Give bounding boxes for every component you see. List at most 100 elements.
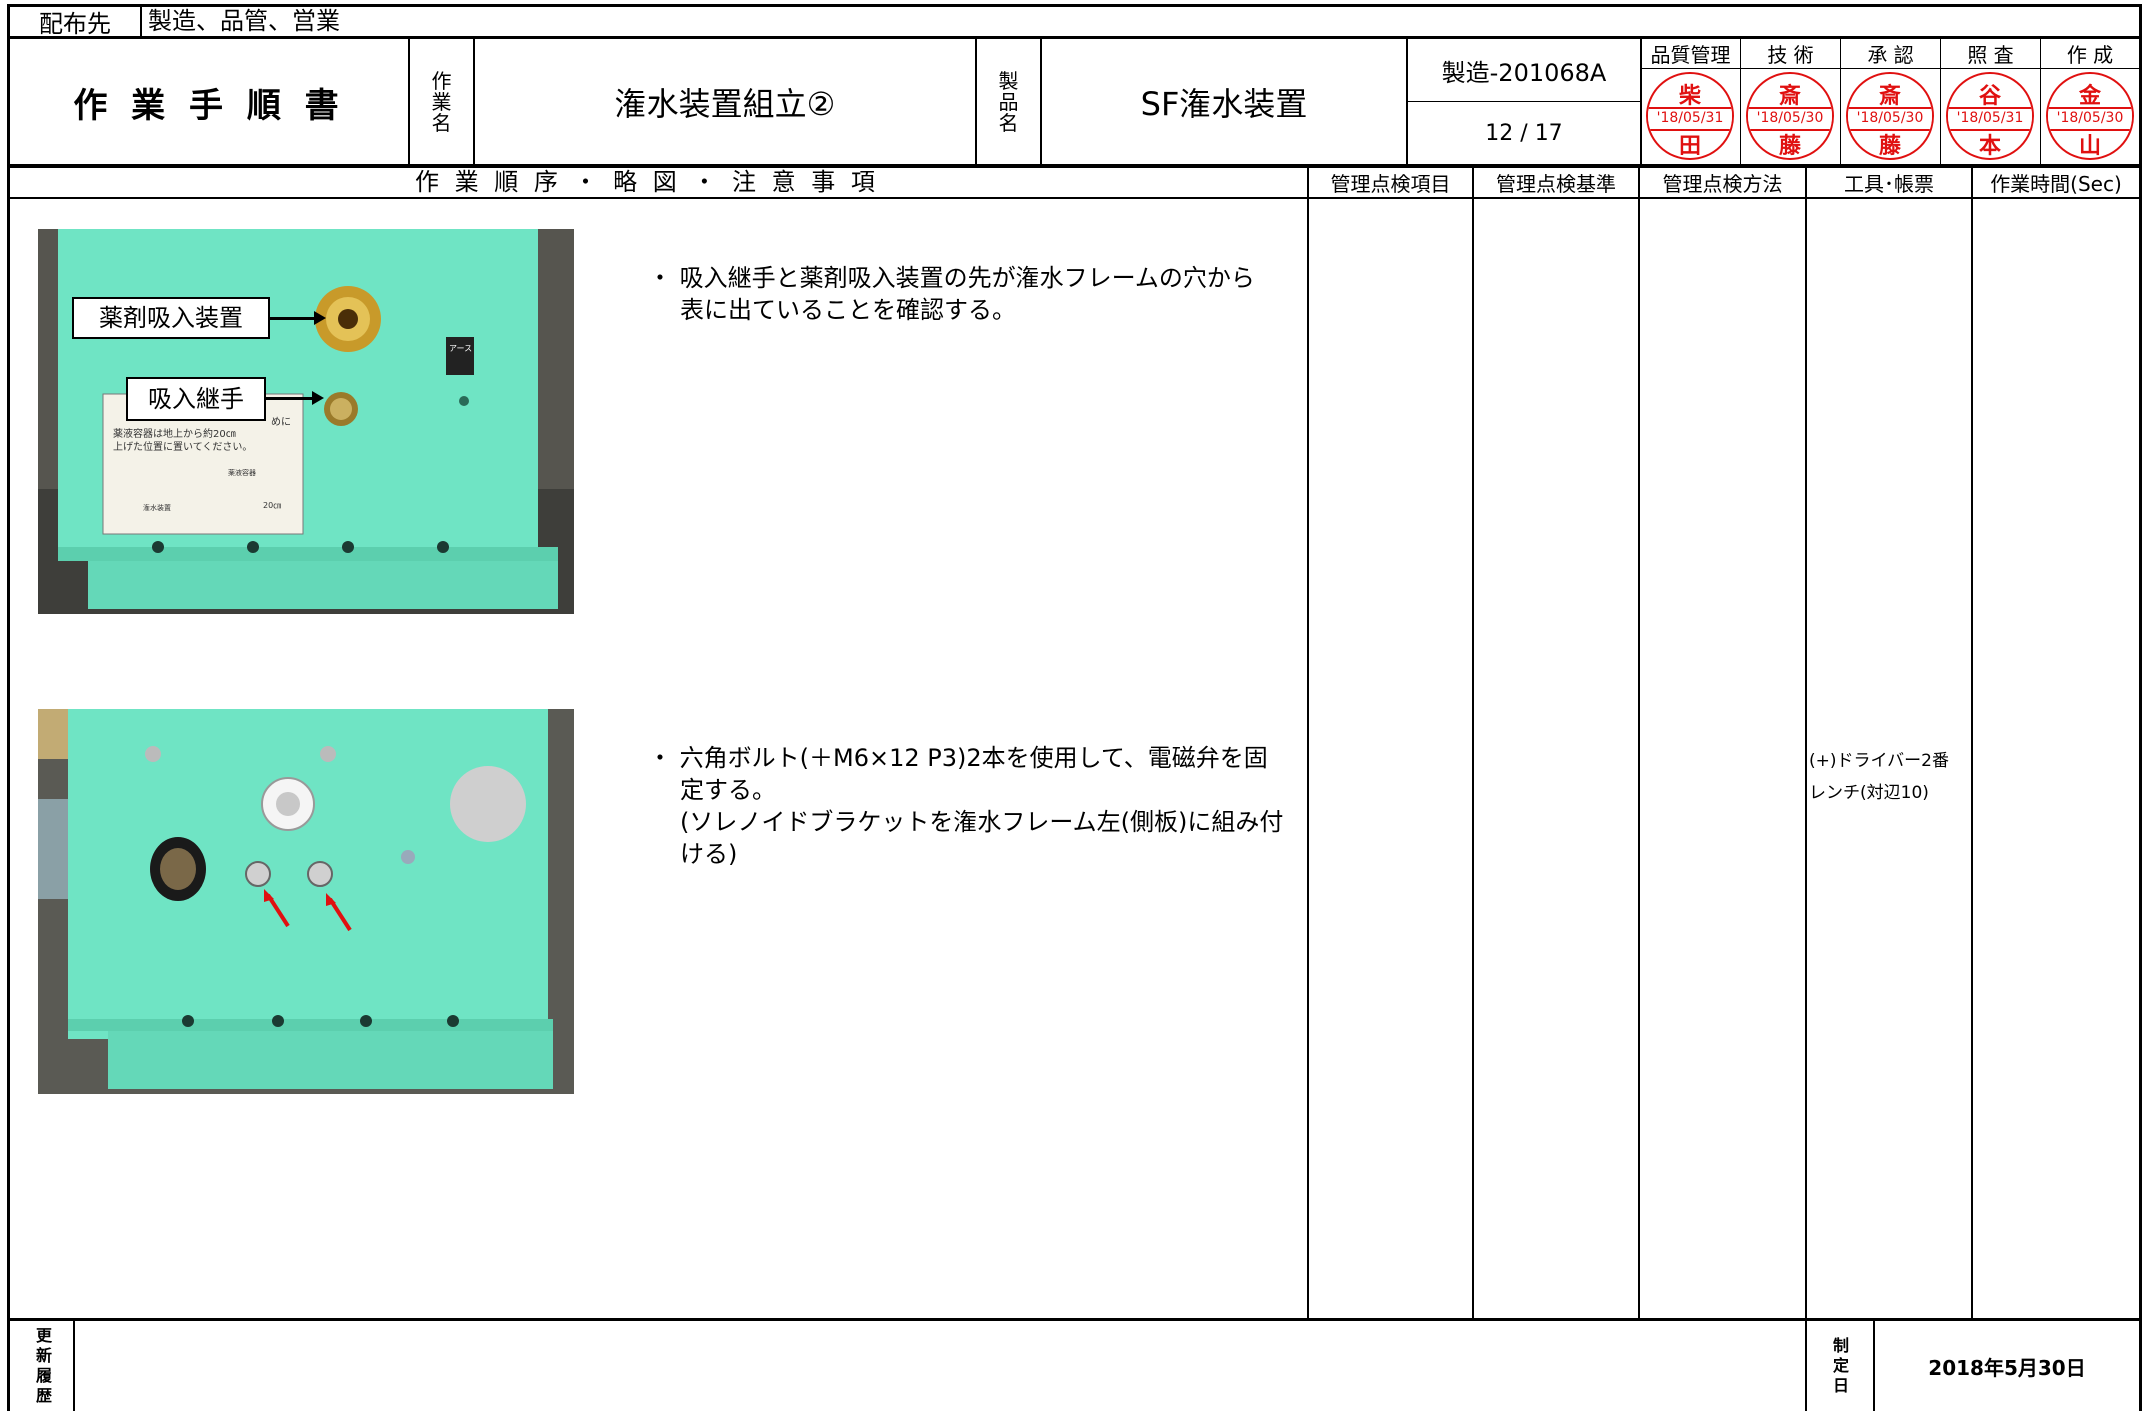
doc-number: 製造-201068A xyxy=(1441,58,1607,87)
photo-sign-1: めに xyxy=(271,416,291,428)
stamp-quality-top: 柴 xyxy=(1678,84,1701,109)
doc-title: 作 業 手 順 書 xyxy=(73,85,345,126)
established-label-1: 制 xyxy=(1832,1336,1849,1355)
frame-right xyxy=(2139,4,2142,1411)
hdr-v3 xyxy=(975,38,977,166)
stamp-check-bottom: 本 xyxy=(1978,134,2001,159)
stamp-tech: 斎 '18/05/30 藤 xyxy=(1746,72,1834,160)
stamp-tech-top: 斎 xyxy=(1778,84,1801,109)
callout-chemical-intake: 薬剤吸入装置 xyxy=(72,297,270,339)
step2-photo xyxy=(38,709,574,1094)
work-name-label-2: 業 xyxy=(431,89,452,114)
role-approve: 承 認 xyxy=(1867,43,1914,67)
frame-top xyxy=(7,4,2142,7)
distribution-value: 製造、品管、営業 xyxy=(148,7,340,35)
established-label: 制 定 日 xyxy=(1820,1322,1862,1410)
hdr-v9 xyxy=(1940,38,1941,166)
dist-divider xyxy=(140,6,142,37)
step2-note-line3: (ソレノイドブラケットを潅水フレーム左(側板)に組み付 xyxy=(680,808,1284,836)
step1-photo: めに 薬液容器は地上から約20㎝ 上げた位置に置いてください。 薬液容器 潅水装… xyxy=(38,229,574,614)
stamp-quality-bottom: 田 xyxy=(1678,134,1701,159)
stamp-approve-date: '18/05/30 xyxy=(1848,107,1932,131)
product-label-1: 製 xyxy=(998,68,1019,93)
stamp-check: 谷 '18/05/31 本 xyxy=(1946,72,2034,160)
callout-arrow-2 xyxy=(266,397,316,400)
hdr-v6 xyxy=(1640,38,1642,166)
body-v3 xyxy=(1638,166,1640,1320)
callout-arrowhead-2 xyxy=(312,391,324,405)
photo-sign-6: 20㎝ xyxy=(263,501,281,510)
product-label-3: 名 xyxy=(998,110,1019,135)
work-name: 潅水装置組立② xyxy=(614,85,836,123)
stamp-approve-bottom: 藤 xyxy=(1878,134,1901,159)
col-tools: 工具･帳票 xyxy=(1844,172,1934,196)
product-name: SF潅水装置 xyxy=(1140,85,1308,123)
work-name-label-1: 作 xyxy=(431,68,452,93)
col-procedure: 作 業 順 序 ・ 略 図 ・ 注 意 事 項 xyxy=(415,168,879,196)
step2-photo-svg xyxy=(38,709,574,1094)
photo-sign-5: 潅水装置 xyxy=(143,503,171,512)
step2-note: ・ 六角ボルト(＋M6×12 P3)2本を使用して、電磁弁を固 定する。 (ソレ… xyxy=(648,742,1308,870)
stamp-approve-top: 斎 xyxy=(1878,84,1901,109)
stamp-approve: 斎 '18/05/30 藤 xyxy=(1846,72,1934,160)
col-check-item: 管理点検項目 xyxy=(1330,172,1451,196)
hdr-role-sep xyxy=(1640,68,2140,69)
role-tech: 技 術 xyxy=(1767,43,1814,67)
col-check-method: 管理点検方法 xyxy=(1662,172,1783,196)
role-create: 作 成 xyxy=(2066,43,2114,67)
stamp-create-date: '18/05/30 xyxy=(2048,107,2132,131)
stamp-quality-date: '18/05/31 xyxy=(1648,107,1732,131)
revision-label-1: 更 xyxy=(35,1326,52,1345)
hdr-v7 xyxy=(1740,38,1741,166)
stamp-create-top: 金 xyxy=(2078,84,2101,109)
stamp-tech-date: '18/05/30 xyxy=(1748,107,1832,131)
stamp-quality: 柴 '18/05/31 田 xyxy=(1646,72,1734,160)
photo-earth-label: アース xyxy=(449,344,472,353)
step1-note-line1: ・ 吸入継手と薬剤吸入装置の先が潅水フレームの穴から xyxy=(648,264,1255,292)
frame-left xyxy=(7,4,10,1411)
product-label-2: 品 xyxy=(998,89,1019,114)
photo-sign-3: 上げた位置に置いてください。 xyxy=(113,440,252,453)
step2-note-line2: 定する。 xyxy=(680,776,776,804)
col-check-std: 管理点検基準 xyxy=(1496,172,1616,196)
header-sep-1 xyxy=(7,36,2142,39)
established-date: 2018年5月30日 xyxy=(1928,1355,2086,1380)
revision-label-3: 履 xyxy=(35,1366,52,1385)
hdr-v8 xyxy=(1840,38,1841,166)
product-label: 製 品 名 xyxy=(977,39,1040,165)
body-v4 xyxy=(1805,166,1807,1320)
work-name-label-3: 名 xyxy=(431,110,452,135)
callout-intake-joint: 吸入継手 xyxy=(126,377,266,421)
work-name-label: 作 業 名 xyxy=(410,39,473,165)
colhead-sep xyxy=(7,197,2142,199)
stamp-check-date: '18/05/31 xyxy=(1948,107,2032,131)
stamp-create: 金 '18/05/30 山 xyxy=(2046,72,2134,160)
distribution-label: 配布先 xyxy=(39,10,111,38)
stamp-tech-bottom: 藤 xyxy=(1778,134,1801,159)
foot-v1 xyxy=(73,1320,75,1411)
footer-sep xyxy=(7,1318,2142,1321)
photo-sign-2: 薬液容器は地上から約20㎝ xyxy=(113,427,236,440)
step2-note-line1: ・ 六角ボルト(＋M6×12 P3)2本を使用して、電磁弁を固 xyxy=(648,744,1268,772)
hdr-v4 xyxy=(1040,38,1042,166)
stamp-create-bottom: 山 xyxy=(2078,134,2101,159)
revision-history-label: 更 新 履 歴 xyxy=(26,1322,62,1410)
role-check: 照 査 xyxy=(1967,43,2014,67)
callout-arrow-1 xyxy=(270,317,318,320)
hdr-v5 xyxy=(1406,38,1408,166)
photo-sign-4: 薬液容器 xyxy=(228,468,256,477)
step2-tool-1: (+)ドライバー2番 xyxy=(1809,751,1949,771)
hdr-v2 xyxy=(473,38,475,166)
established-label-3: 日 xyxy=(1832,1376,1849,1395)
hdr-v1 xyxy=(408,38,410,166)
header-sep-2 xyxy=(7,164,2142,168)
step2-tool-2: レンチ(対辺10) xyxy=(1809,783,1929,803)
step1-photo-svg: めに 薬液容器は地上から約20㎝ 上げた位置に置いてください。 薬液容器 潅水装… xyxy=(38,229,574,614)
role-quality: 品質管理 xyxy=(1650,43,1731,67)
step2-note-line4: ける) xyxy=(680,840,738,868)
step1-note-line2: 表に出ていることを確認する。 xyxy=(680,296,1016,324)
body-v5 xyxy=(1971,166,1973,1320)
stamp-check-top: 谷 xyxy=(1978,84,2001,109)
step1-note: ・ 吸入継手と薬剤吸入装置の先が潅水フレームの穴から 表に出ていることを確認する… xyxy=(648,262,1308,326)
col-time: 作業時間(Sec) xyxy=(1990,172,2122,196)
